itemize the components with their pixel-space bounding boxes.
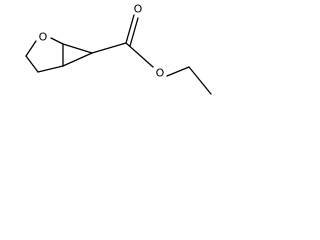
bond-ester-o-to-ch2 bbox=[166, 66, 190, 77]
bond-ring-o-to-c1 bbox=[25, 40, 37, 57]
bond-carbonyl-c-to-ester-o bbox=[125, 42, 154, 68]
carbonyl-oxygen-label: O bbox=[134, 3, 143, 16]
bond-ch2-to-ch3 bbox=[188, 66, 212, 95]
bond-ring-o-to-c5 bbox=[50, 37, 64, 45]
bond-c5-to-c6 bbox=[62, 43, 93, 54]
structure-canvas: O O O bbox=[0, 0, 224, 116]
bond-c1-to-c2 bbox=[25, 55, 39, 73]
bond-c2-to-c3 bbox=[37, 65, 64, 73]
bond-c3-to-c6 bbox=[62, 52, 93, 67]
molecule-drawing: O O O bbox=[25, 3, 212, 95]
bond-carbonyl-double-2 bbox=[129, 17, 139, 47]
bond-carbonyl-double-1 bbox=[125, 14, 135, 44]
ring-oxygen-label: O bbox=[39, 31, 48, 44]
bond-c6-to-carbonyl-c bbox=[91, 42, 127, 54]
ester-oxygen-label: O bbox=[156, 67, 165, 80]
